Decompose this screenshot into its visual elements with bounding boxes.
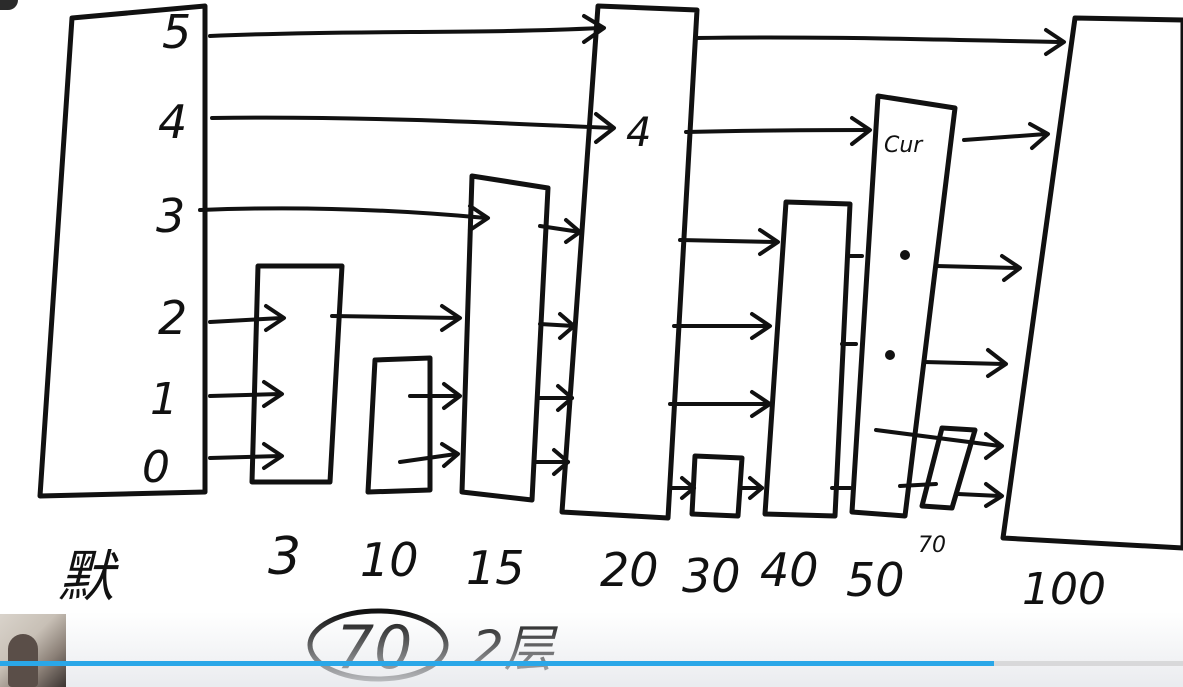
node-label-15: 15	[466, 541, 525, 595]
node-label-head: 默	[58, 545, 119, 610]
video-progress-fill	[0, 661, 994, 666]
node-label-3: 3	[268, 527, 301, 587]
node-label-10: 10	[360, 533, 419, 587]
video-progress-bar[interactable]	[0, 661, 1183, 666]
node-20-level4-mark: 4	[626, 110, 651, 156]
level2-arrow-head-to-3	[210, 318, 282, 322]
level-label-3: 3	[156, 189, 185, 243]
level-label-5: 5	[162, 5, 191, 59]
level-label-1: 1	[150, 374, 178, 425]
level0-arrow-head-to-3	[210, 456, 280, 458]
node-10-column	[368, 358, 430, 492]
node-50-cur-mark: Cur	[884, 133, 924, 158]
head-node-column	[40, 6, 205, 496]
level4-arrow-20-to-50	[686, 130, 868, 132]
level5-arrow-20-to-100	[696, 37, 1062, 42]
level5-arrow-head-to-20	[210, 28, 600, 36]
level2-arrow-50-to-100	[924, 362, 1004, 364]
node-label-50: 50	[846, 553, 905, 607]
level0-arrow-70-to-100	[958, 494, 1000, 496]
node-label-70: 70	[918, 533, 946, 558]
level4-arrow-head-to-20	[212, 118, 612, 128]
level3-arrow-head-to-15	[200, 208, 486, 218]
level-label-0: 0	[142, 442, 170, 493]
video-controls-overlay	[0, 612, 1183, 687]
node-50-dot-lower	[885, 350, 895, 360]
level2-arrow-15-to-20	[540, 324, 574, 326]
node-100-column	[1003, 18, 1183, 548]
presenter-webcam-thumbnail	[0, 614, 66, 687]
node-20-column	[562, 6, 697, 518]
node-50-column	[852, 96, 955, 516]
level4-arrow-50-to-100	[964, 134, 1046, 140]
level3-arrow-50-to-100	[936, 266, 1018, 268]
node-30-column	[692, 456, 742, 516]
node-40-column	[765, 202, 850, 516]
node-label-30: 30	[682, 549, 741, 603]
node-label-40: 40	[760, 543, 819, 597]
node-50-dot-upper	[900, 250, 910, 260]
level-label-4: 4	[158, 95, 187, 149]
node-label-20: 20	[600, 543, 659, 597]
level0-arrow-50-to-70	[900, 484, 936, 486]
node-label-100: 100	[1022, 564, 1106, 615]
level3-arrow-20-to-40	[680, 240, 776, 242]
level-label-2: 2	[158, 291, 187, 345]
level1-arrow-head-to-3	[210, 394, 280, 396]
level2-arrow-3-to-15	[332, 316, 458, 318]
node-3-column	[252, 266, 342, 482]
